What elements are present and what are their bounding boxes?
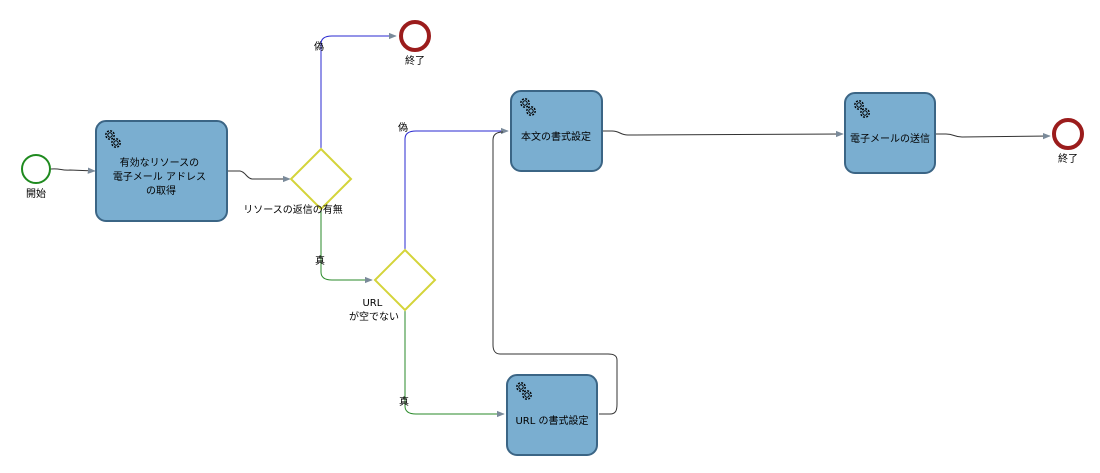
start-event-label: 開始	[26, 187, 46, 200]
flow-get-email-to-gateway[interactable]	[227, 170, 291, 183]
end-event-top[interactable]	[399, 20, 431, 52]
flow-body-to-send[interactable]	[603, 130, 844, 138]
svg-text:有効なリソースの 電子メール アドレス: 有効なリソースの 電子メール アドレス の取得	[113, 156, 209, 197]
task-format-body[interactable]: 本文の書式設定	[510, 90, 603, 172]
gateway-url-not-empty[interactable]	[373, 248, 437, 312]
edge-label-resource-true: 真	[315, 254, 325, 267]
flow-resource-true[interactable]	[320, 209, 373, 284]
task-get-email-line-2: 電子メール アドレス	[113, 171, 206, 183]
task-send-email-label: 電子メールの送信	[850, 132, 930, 145]
end-event-right-label: 終了	[1058, 152, 1078, 165]
gateway-resource-reply-label: リソースの返信の有無	[243, 203, 343, 216]
end-event-right[interactable]	[1052, 118, 1084, 150]
end-event-top-label: 終了	[405, 54, 425, 67]
svg-text:URL が空でない: URL が空でない	[349, 298, 399, 323]
task-format-url[interactable]: URL の書式設定	[506, 374, 598, 456]
gateway-url-label-line-1: URL	[362, 298, 382, 309]
gateway-resource-reply[interactable]	[289, 147, 353, 211]
edge-label-url-false: 偽	[398, 121, 408, 134]
edge-label-resource-false: 偽	[314, 40, 324, 53]
flow-resource-false[interactable]	[320, 32, 397, 149]
flow-start-to-get-email[interactable]	[50, 167, 96, 174]
task-send-email[interactable]: 電子メールの送信	[844, 92, 936, 174]
gateway-url-label-line-2: が空でない	[349, 310, 399, 323]
task-get-email-line-1: 有効なリソースの	[120, 156, 200, 169]
task-format-url-label: URL の書式設定	[515, 414, 588, 427]
task-format-body-label: 本文の書式設定	[521, 130, 591, 143]
task-get-email-address[interactable]: 有効なリソースの 電子メール アドレス の取得	[95, 120, 228, 222]
flow-format-url-to-body[interactable]	[492, 131, 618, 415]
task-get-email-line-3: の取得	[146, 185, 176, 197]
flow-send-to-end[interactable]	[936, 132, 1051, 140]
start-event[interactable]	[21, 154, 51, 184]
flow-url-true[interactable]	[404, 310, 505, 418]
flow-url-false[interactable]	[404, 127, 509, 249]
edge-label-url-true: 真	[399, 395, 409, 408]
